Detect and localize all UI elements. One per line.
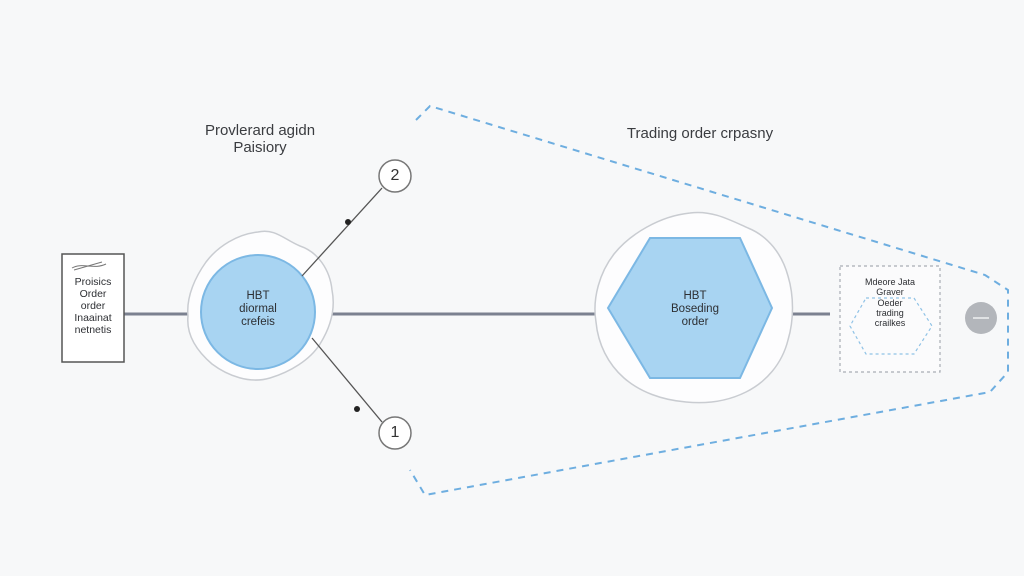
hexagon-line: HBT bbox=[683, 290, 707, 302]
output-box-text: Mdeore Jata Graver Oeder trading crailke… bbox=[840, 277, 940, 329]
output-line: crailkes bbox=[874, 318, 906, 329]
input-line: Order bbox=[79, 288, 107, 301]
callout-number-bottom: 1 bbox=[390, 424, 400, 441]
callout-dot-bottom bbox=[354, 406, 360, 412]
input-box bbox=[61, 253, 125, 363]
input-box-scribble bbox=[71, 261, 107, 271]
input-box-text: Proisics Order order Inaainat netnetis bbox=[62, 276, 124, 336]
callout-line-bottom bbox=[311, 337, 383, 423]
hexagon-line: order bbox=[681, 316, 709, 329]
callout-line-top bbox=[301, 187, 383, 277]
callout-number-top: 2 bbox=[390, 167, 400, 184]
left-section-title: Provlerard agidn Paisiory bbox=[160, 122, 360, 157]
left-title-line-2: Paisiory bbox=[233, 139, 287, 157]
circle-line: HBT bbox=[246, 290, 270, 302]
circle-node bbox=[200, 254, 316, 370]
hexagon-node-label: HBT Boseding order bbox=[640, 290, 750, 330]
left-title-line-1: Provlerard agidn bbox=[204, 122, 316, 139]
output-inner-hexagon bbox=[849, 297, 933, 355]
callout-dot-top bbox=[345, 219, 351, 225]
output-line: trading bbox=[876, 308, 904, 319]
hexagon-line: Boseding bbox=[671, 303, 719, 316]
circle-line: diormal bbox=[239, 303, 277, 316]
input-line: Inaainat bbox=[74, 312, 112, 325]
output-line: Oeder bbox=[877, 297, 903, 308]
circle-line: crefeis bbox=[241, 316, 275, 329]
callout-circle-bottom bbox=[378, 416, 412, 450]
output-line: Mdeore Jata bbox=[864, 277, 916, 287]
input-line: order bbox=[80, 300, 106, 313]
dashed-return-path bbox=[409, 104, 1009, 497]
output-line: Graver bbox=[876, 287, 904, 298]
input-line: Proisics bbox=[74, 276, 112, 288]
hexagon-node bbox=[606, 237, 774, 379]
callout-circle-top bbox=[378, 159, 412, 193]
input-line: netnetis bbox=[74, 324, 112, 337]
right-section-title: Trading order crpasny bbox=[626, 125, 774, 142]
circle-node-label: HBT diormal crefeis bbox=[208, 290, 308, 330]
